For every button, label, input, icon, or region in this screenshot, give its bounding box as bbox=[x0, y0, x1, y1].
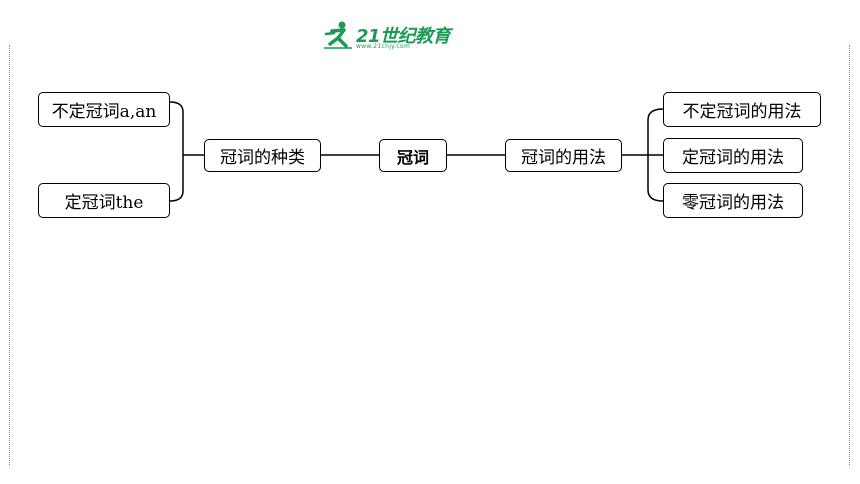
node-indefinite-article: 不定冠词a,an bbox=[38, 92, 170, 127]
brand-logo: 21世纪教育 www.21cnjy.com bbox=[322, 18, 452, 54]
node-article-usage: 冠词的用法 bbox=[505, 139, 622, 172]
logo-url-text: www.21cnjy.com bbox=[356, 43, 411, 50]
page-border-right bbox=[849, 45, 850, 465]
node-article-types: 冠词的种类 bbox=[204, 139, 321, 172]
connector-u3 bbox=[647, 155, 664, 202]
node-center-articles: 冠词 bbox=[379, 139, 447, 172]
node-definite-article: 定冠词the bbox=[38, 183, 170, 218]
connector-indefinite bbox=[169, 101, 184, 155]
runner-icon bbox=[324, 21, 352, 49]
node-indefinite-usage: 不定冠词的用法 bbox=[663, 92, 821, 127]
node-definite-usage: 定冠词的用法 bbox=[663, 138, 803, 173]
connector-u1 bbox=[647, 108, 664, 155]
node-zero-article-usage: 零冠词的用法 bbox=[663, 183, 803, 218]
connector-definite bbox=[169, 155, 184, 202]
page-border-left bbox=[9, 45, 10, 465]
logo-brand-text: 21世纪教育 bbox=[356, 26, 451, 47]
